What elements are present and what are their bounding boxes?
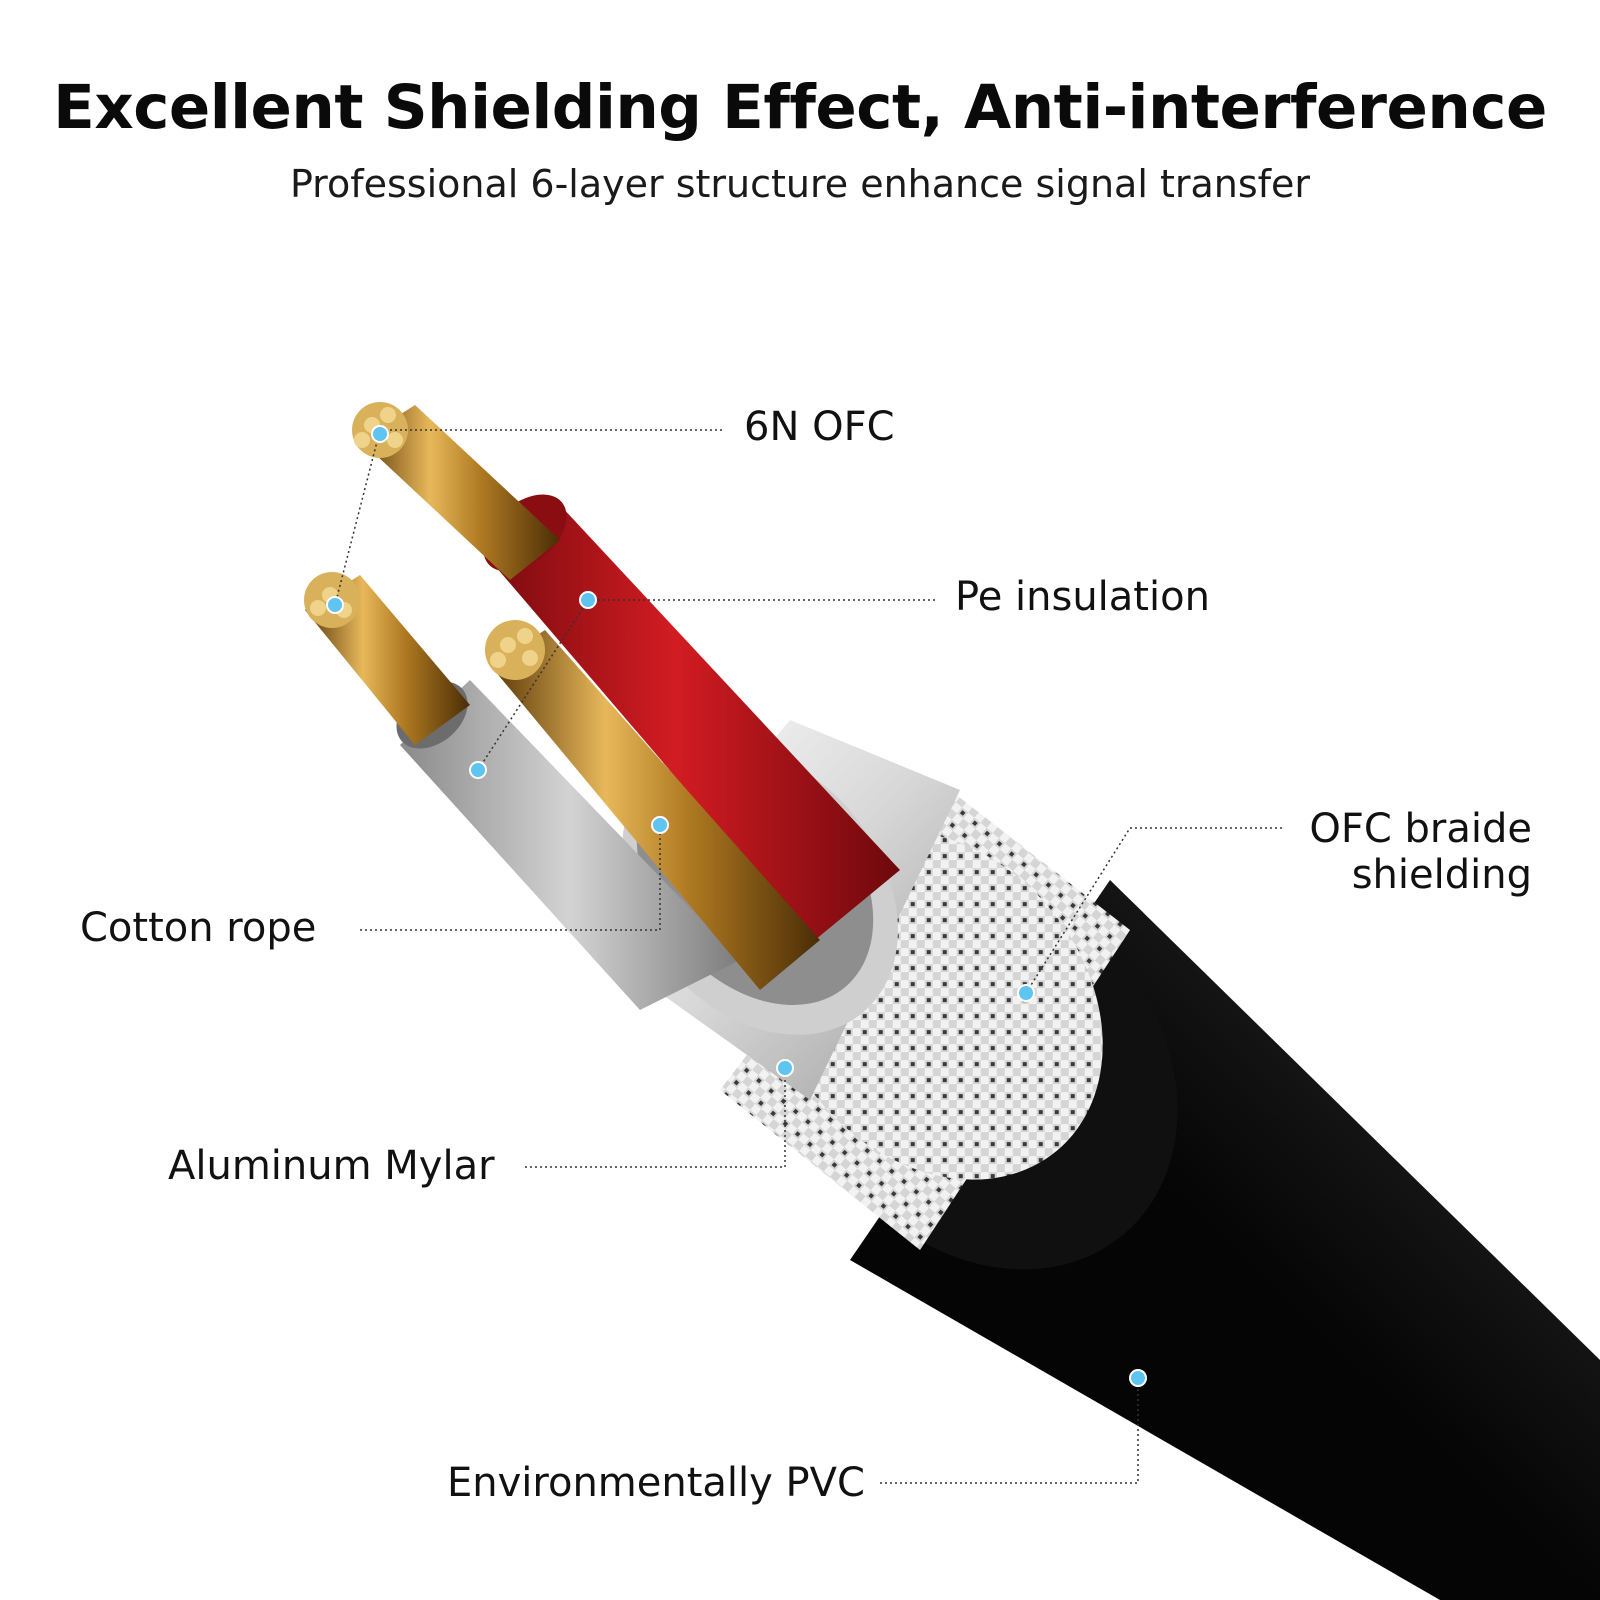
- marker-pe: [579, 591, 597, 609]
- marker-mylar: [776, 1059, 794, 1077]
- copper-strands-middle: [485, 620, 820, 990]
- label-pe-insulation: Pe insulation: [955, 574, 1210, 620]
- label-aluminum-mylar: Aluminum Mylar: [168, 1143, 495, 1189]
- copper-strands-left: [304, 572, 470, 745]
- marker-ofc: [371, 425, 389, 443]
- marker-pe-2: [469, 761, 487, 779]
- label-ofc-braid-line1: OFC braide: [1309, 806, 1532, 852]
- label-6n-ofc: 6N OFC: [744, 404, 895, 450]
- marker-braid: [1017, 984, 1035, 1002]
- leader-mylar: [525, 1068, 786, 1168]
- marker-pvc: [1129, 1369, 1147, 1387]
- leader-lines: [334, 429, 1282, 1484]
- label-cotton-rope: Cotton rope: [80, 905, 317, 951]
- marker-ofc-2: [326, 596, 344, 614]
- marker-dots: [326, 425, 1147, 1387]
- label-ofc-braid-shielding: OFC braide shielding: [1309, 806, 1532, 898]
- leader-braid: [1025, 827, 1282, 994]
- leader-pvc: [880, 1378, 1139, 1484]
- page-subtitle: Professional 6-layer structure enhance s…: [289, 162, 1311, 206]
- marker-cotton: [651, 816, 669, 834]
- leader-cotton: [360, 825, 661, 931]
- leader-ofc-branch: [334, 429, 381, 606]
- label-environmentally-pvc: Environmentally PVC: [447, 1460, 865, 1506]
- page-title: Excellent Shielding Effect, Anti-interfe…: [53, 72, 1547, 143]
- leader-pe-branch: [477, 599, 589, 771]
- label-ofc-braid-line2: shielding: [1351, 852, 1532, 898]
